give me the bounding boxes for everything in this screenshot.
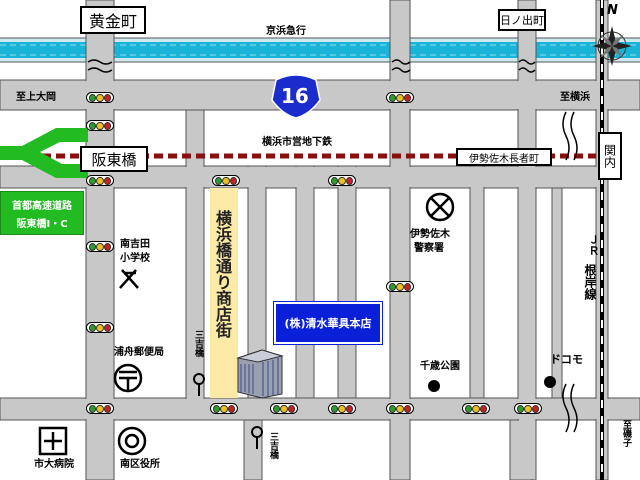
kannai-label: 関内: [598, 132, 622, 180]
police-name-line1: 伊勢佐木: [410, 229, 450, 240]
post-office-symbol: [113, 363, 143, 393]
traffic-signal: [86, 92, 114, 103]
traffic-signal: [270, 403, 298, 414]
koganecho-label: 黄金町: [80, 6, 146, 34]
route-16-shield-icon: [271, 74, 321, 119]
jr-label-line2: 根岸線: [583, 264, 597, 300]
shop-name-box: (株)清水華具本店: [274, 302, 382, 344]
to-yokohama-label: 至横浜: [560, 92, 590, 103]
bandobashi-label: 阪東橋: [80, 146, 148, 172]
to-kamiooka-label: 至上大岡: [16, 92, 56, 103]
post-office-label: 浦舟郵便局: [114, 347, 164, 358]
ward-office-symbol: [117, 426, 147, 456]
expressway-label: 首都高速道路: [12, 200, 72, 212]
police-name-line2: 警察署: [414, 243, 444, 254]
traffic-signal: [86, 403, 114, 414]
shopping-street-label: 横浜橋通り商店街: [213, 210, 232, 338]
compass-rose-icon: [592, 26, 632, 66]
traffic-signal: [386, 92, 414, 103]
hospital-label: 市大病院: [34, 459, 74, 470]
bridge-marker-icon: [193, 373, 263, 449]
traffic-signal: [212, 175, 240, 186]
route-16-label: 16: [281, 84, 309, 108]
traffic-signal: [386, 403, 414, 414]
expressway-ic-label: 阪東橋I・C: [16, 218, 68, 230]
traffic-signal: [386, 281, 414, 292]
jr-label-line1: ＪＲ: [587, 234, 600, 256]
traffic-signal: [86, 241, 114, 252]
park-marker-icon: [428, 376, 556, 392]
traffic-signal: [328, 175, 356, 186]
north-mark-label: N: [607, 3, 618, 18]
traffic-signal: [514, 403, 542, 414]
shopping-street-band: [210, 188, 238, 398]
traffic-signal: [462, 403, 490, 414]
traffic-signal: [328, 403, 356, 414]
mitsuyoshibashi-label-1: 三吉橋: [193, 330, 203, 357]
expressway-ic-box: 首都高速道路 阪東橋I・C: [0, 191, 84, 235]
hinodecho-label: 日ノ出町: [498, 9, 546, 31]
mitsuyoshibashi-label-2: 三吉橋: [268, 432, 278, 459]
traffic-signal: [86, 175, 114, 186]
traffic-signal: [210, 403, 238, 414]
building-icon: [236, 349, 284, 399]
traffic-signal: [86, 120, 114, 131]
yokohama-subway-label: 横浜市営地下鉄: [262, 137, 332, 148]
hospital-symbol: [38, 426, 68, 456]
chitose-park-label: 千歳公園: [420, 361, 460, 372]
isezakichojamachi-label: 伊勢佐木長者町: [456, 148, 552, 166]
to-isogo-label: 至磯子: [621, 420, 631, 447]
traffic-signal: [86, 322, 114, 333]
police-station-symbol: [425, 192, 455, 222]
ward-office-label: 南区役所: [120, 459, 160, 470]
break-marks: [87, 59, 578, 433]
school-map-symbol: [119, 269, 139, 289]
school-name-line1: 南吉田: [120, 239, 150, 250]
keihin-kyuko-label: 京浜急行: [266, 26, 306, 37]
school-name-line2: 小学校: [120, 253, 150, 264]
expressway-arrow: [0, 128, 88, 178]
docomo-label: ドコモ: [550, 353, 583, 366]
